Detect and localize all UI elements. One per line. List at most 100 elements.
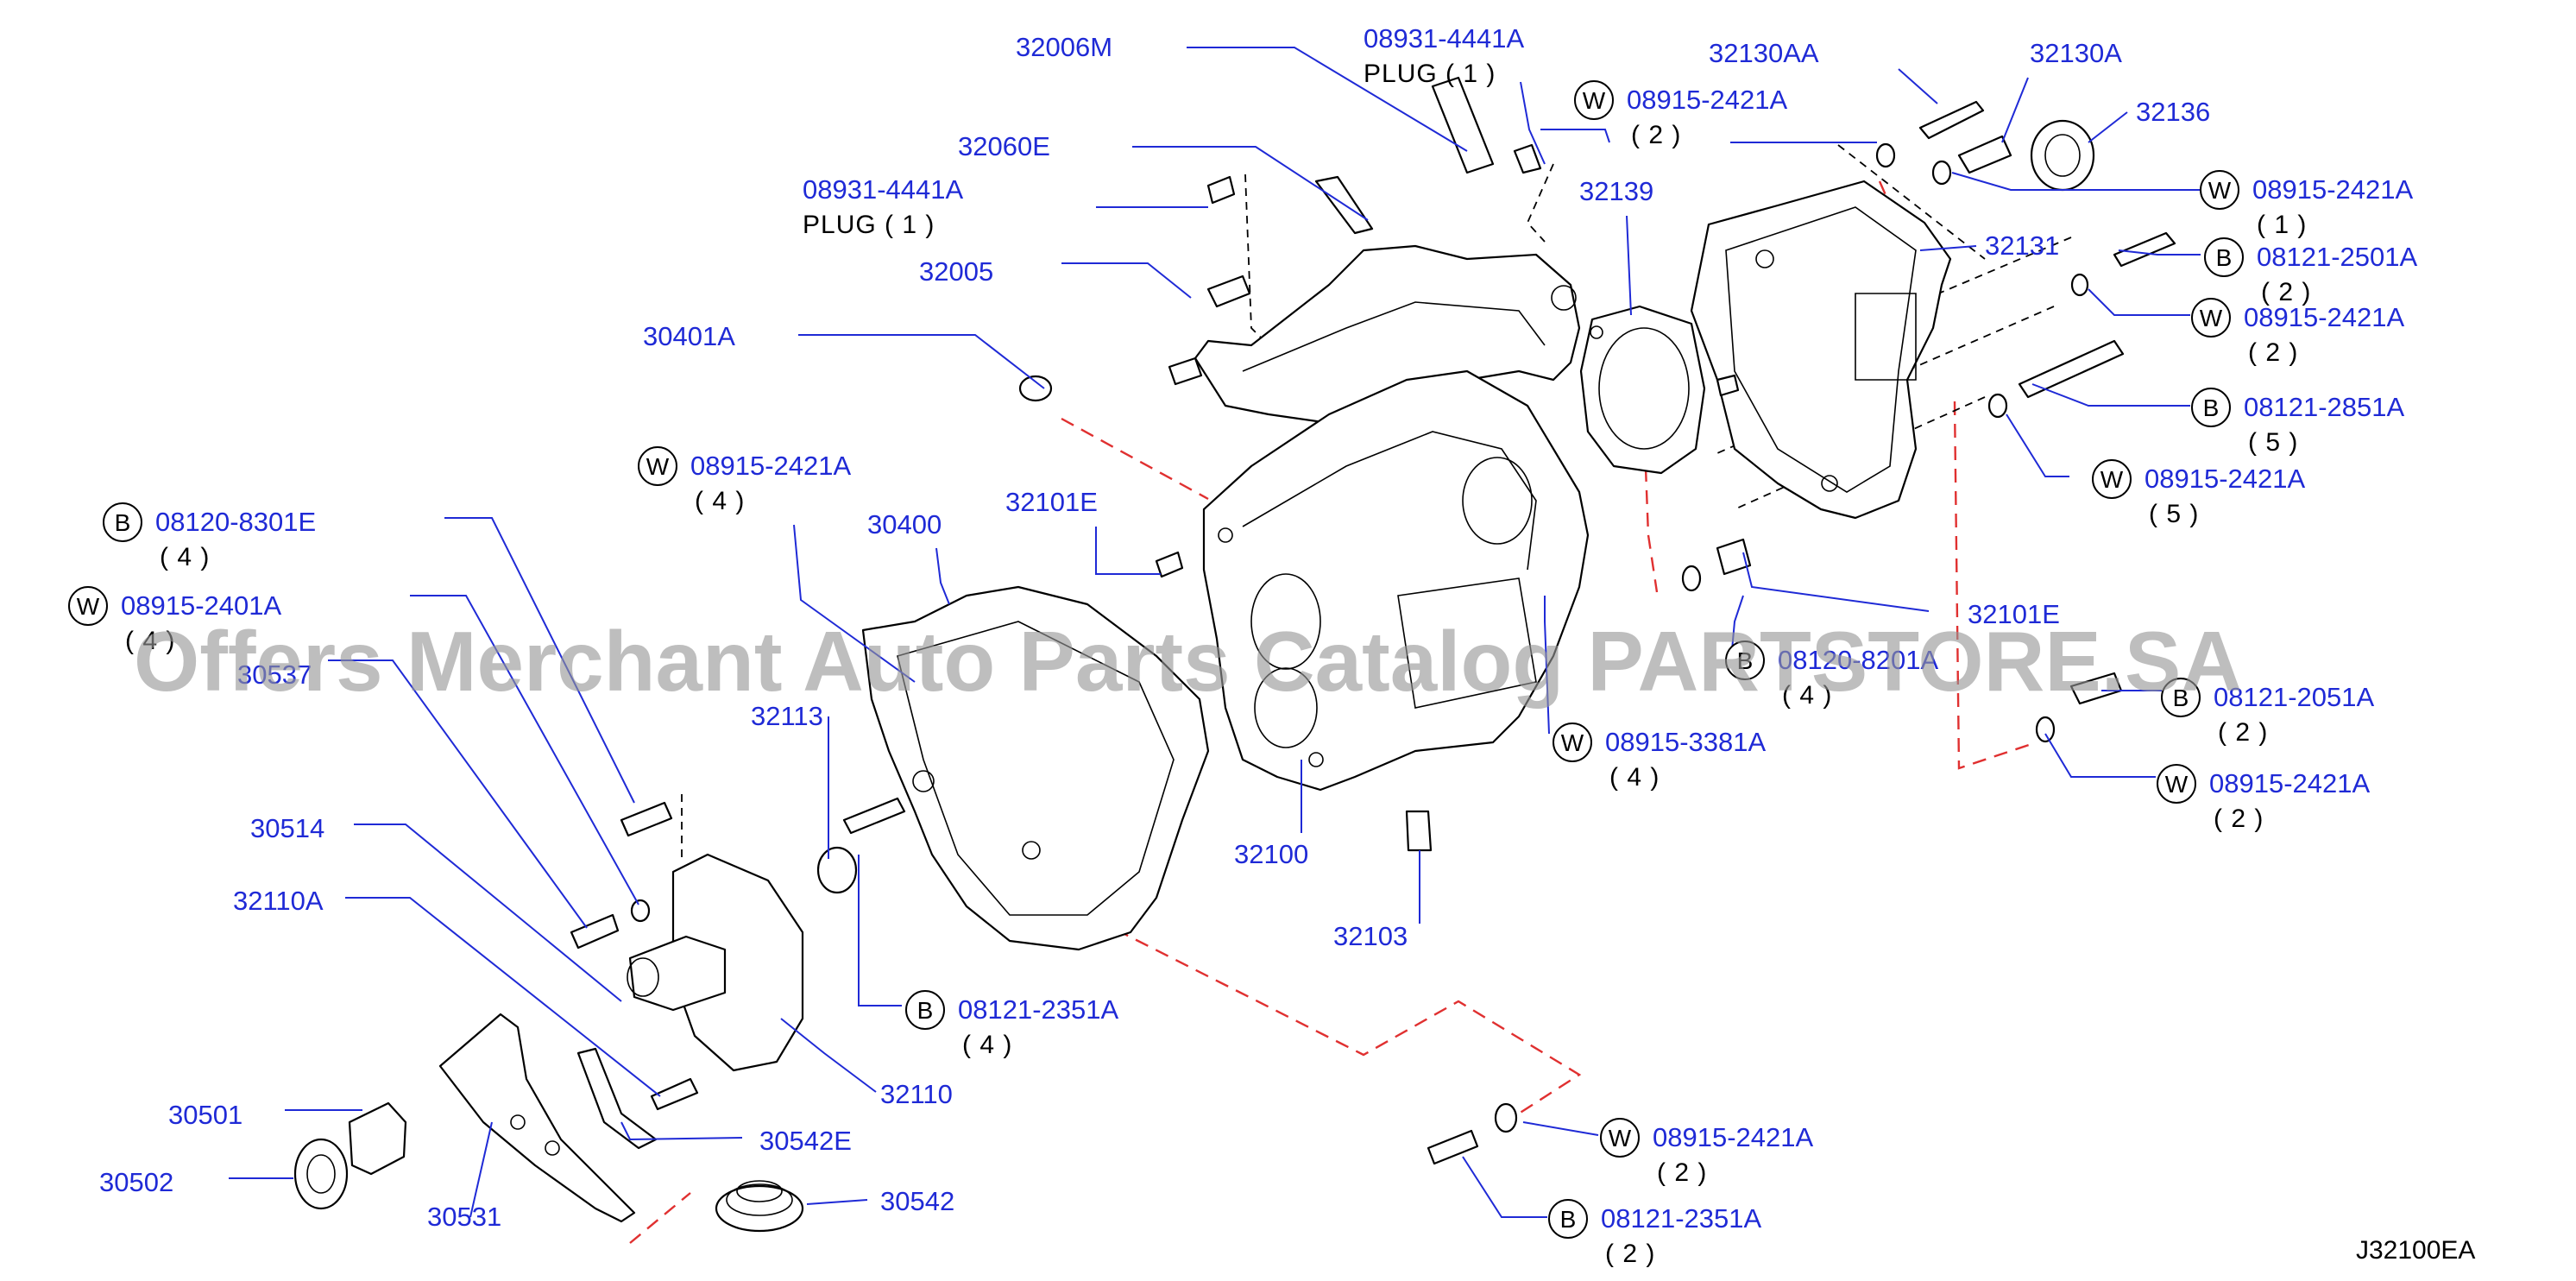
callout-c37: 30542E: [759, 1126, 852, 1156]
callout-quantity: ( 2 ): [2218, 718, 2268, 747]
callout-mark-circle: [103, 502, 142, 542]
callout-quantity: ( 5 ): [2248, 428, 2298, 457]
callout-c11: 32005: [919, 256, 993, 287]
front-cover-drawing: [627, 853, 804, 1072]
callout-part-number: 30542E: [759, 1126, 852, 1156]
callout-c06: 32136: [2136, 97, 2210, 127]
callout-c01: 32006M: [1016, 32, 1112, 62]
callout-part-number: 30400: [867, 509, 942, 540]
callout-mark-letter: B: [2173, 685, 2189, 711]
callout-mark-circle: [2191, 298, 2231, 338]
callout-mark-circle: [905, 990, 945, 1030]
callout-quantity: ( 2 ): [1631, 121, 1681, 149]
rear-oil-seal-drawing: [2030, 119, 2095, 192]
callout-part-number: 08915-2421A: [2252, 174, 2413, 205]
callout-mark-letter: B: [2203, 394, 2220, 421]
callout-part-number: 08915-2421A: [1627, 85, 1787, 115]
callout-part-number: 08915-2421A: [2209, 768, 2370, 798]
callout-part-number: 32110A: [233, 886, 324, 916]
callout-part-number: 08915-2421A: [2244, 302, 2404, 332]
callout-part-number: 32136: [2136, 97, 2210, 127]
callout-part-number: 32130AA: [1709, 38, 1819, 68]
callout-part-number: 08915-3381A: [1605, 727, 1766, 757]
callout-mark-circle: [638, 446, 677, 486]
callout-c04: 32130A: [2030, 38, 2122, 68]
callout-quantity: ( 4 ): [1609, 763, 1660, 792]
callout-quantity: ( 2 ): [2214, 805, 2264, 833]
callout-mark-circle: [2191, 388, 2231, 427]
callout-mark-letter: B: [1560, 1206, 1577, 1233]
callout-part-number: 30542: [880, 1186, 954, 1216]
callout-c27: 32113: [751, 701, 823, 731]
callout-part-number: 32131: [1985, 230, 2059, 261]
boot-drawing: [715, 1180, 804, 1233]
extension-housing-drawing: [1690, 180, 1952, 520]
callout-quantity: ( 4 ): [125, 627, 175, 655]
callout-part-number: 32139: [1579, 176, 1653, 206]
clip-drawing: [576, 1047, 658, 1150]
callout-part-number: 08915-2421A: [690, 451, 851, 481]
callout-mark-circle: [1553, 723, 1592, 762]
callout-mark-letter: B: [115, 509, 131, 536]
callout-part-number: 08121-2501A: [2257, 242, 2417, 272]
callout-part-number: 32130A: [2030, 38, 2122, 68]
callout-part-number: 08120-8301E: [155, 507, 316, 537]
callout-part-number: 30401A: [643, 321, 735, 351]
callout-part-number: 08121-2351A: [958, 994, 1118, 1025]
callout-c07: 32060E: [958, 131, 1050, 161]
callout-part-number: 32101E: [1005, 487, 1098, 517]
callout-c09: 32139: [1579, 176, 1653, 206]
callout-c05: W 08915-2421A ( 2 ): [1574, 80, 1787, 149]
callout-c31: 32100: [1234, 839, 1308, 869]
callout-mark-letter: W: [1583, 87, 1606, 114]
callout-mark-circle: [2204, 237, 2244, 277]
callout-part-number: 32006M: [1016, 32, 1112, 62]
callout-quantity: ( 4 ): [1782, 681, 1832, 710]
callout-c23: 32101E: [1968, 599, 2060, 629]
oil-seal-drawing: [816, 846, 858, 894]
callout-mark-letter: W: [646, 453, 670, 480]
callout-mark-circle: [68, 586, 108, 626]
callout-quantity: ( 4 ): [962, 1031, 1012, 1059]
callout-part-number: 32060E: [958, 131, 1050, 161]
callout-c35: 32110: [880, 1079, 953, 1109]
callout-part-number: 08931-4441A: [803, 174, 963, 205]
clutch-housing-drawing: [861, 585, 1210, 951]
callout-part-number: 08915-2421A: [1653, 1122, 1813, 1152]
release-fork-drawing: [438, 1013, 636, 1223]
callout-mark-circle: [1725, 640, 1765, 680]
callout-mark-letter: W: [77, 593, 100, 620]
callout-part-number: 30502: [99, 1167, 173, 1197]
watermark-text: Offers Merchant Auto Parts Catalog PARTS…: [134, 614, 2242, 709]
callout-c24: 30537: [237, 659, 312, 690]
callout-c41: 30531: [427, 1202, 501, 1232]
callout-c03: 32130AA: [1709, 38, 1819, 68]
callout-quantity: ( 2 ): [2261, 278, 2311, 306]
callout-mark-letter: W: [1609, 1125, 1632, 1152]
callout-mark-letter: W: [2200, 305, 2223, 331]
callout-mark-letter: B: [917, 997, 934, 1024]
callout-c39: 30502: [99, 1167, 173, 1197]
callout-c32: 32110A: [233, 886, 324, 916]
callout-mark-circle: [1548, 1199, 1588, 1239]
callout-part-number: 08931-4441A: [1364, 23, 1524, 54]
callout-part-number: 08121-2051A: [2214, 682, 2374, 712]
callout-c15: 30401A: [643, 321, 735, 351]
callout-c21: 32101E: [1005, 487, 1098, 517]
callout-c36: 30501: [168, 1100, 242, 1130]
callout-mark-circle: [2092, 459, 2132, 499]
callout-part-number: 30531: [427, 1202, 501, 1232]
callout-mark-letter: W: [2165, 771, 2189, 798]
transmission-case-drawing: [1202, 369, 1590, 792]
callout-quantity: ( 2 ): [1657, 1158, 1707, 1187]
callout-part-number: 08120-8201A: [1778, 645, 1938, 675]
leader-lines: [229, 47, 2202, 1218]
